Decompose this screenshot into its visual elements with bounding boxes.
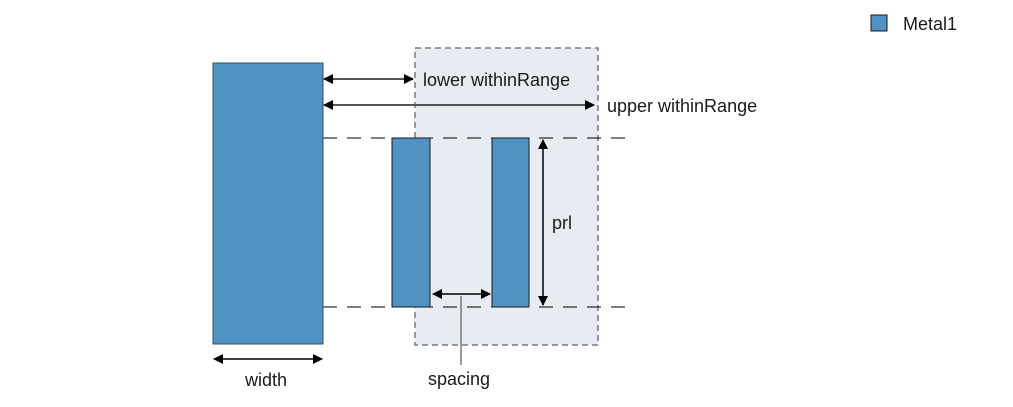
legend: Metal1	[870, 14, 957, 34]
width-label: width	[244, 370, 287, 390]
prl-label: prl	[552, 213, 572, 233]
narrow-metal-shape-left	[391, 137, 431, 308]
wide-metal-shape	[212, 62, 324, 345]
legend-label-metal1: Metal1	[903, 14, 957, 34]
narrow-metal-shape-right	[491, 137, 530, 308]
legend-swatch-metal1	[870, 14, 888, 32]
upper-within-range-label: upper withinRange	[607, 96, 757, 116]
spacing-label: spacing	[428, 369, 490, 389]
lower-within-range-label: lower withinRange	[423, 70, 570, 90]
